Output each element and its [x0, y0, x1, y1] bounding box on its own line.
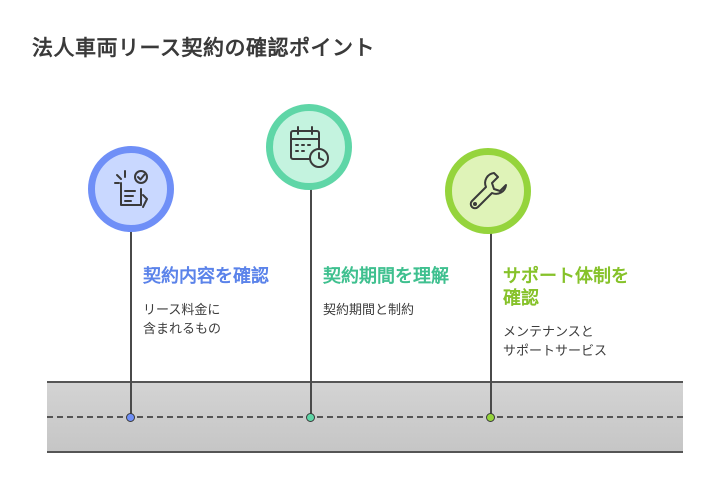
- step-1-heading: 契約内容を確認: [143, 266, 269, 287]
- step-3-stem: [490, 228, 492, 417]
- step-2-heading: 契約期間を理解: [323, 266, 449, 287]
- wrench-icon: [469, 172, 507, 210]
- step-3-icon-circle: [445, 148, 531, 234]
- step-3-heading: サポート体制を 確認: [503, 266, 629, 309]
- step-1-description: リース料金に 含まれるもの: [143, 303, 222, 337]
- step-2-marker: [306, 413, 315, 422]
- step-1-marker: [126, 413, 135, 422]
- step-1-stem: [130, 225, 132, 417]
- step-3-description: メンテナンスと サポートサービス: [503, 325, 608, 359]
- road-center-line: [47, 416, 683, 418]
- step-2-icon-circle: [266, 104, 352, 190]
- step-2-description: 契約期間と制約: [323, 303, 415, 318]
- step-2-stem: [310, 186, 312, 417]
- step-3-marker: [486, 413, 495, 422]
- page-title: 法人車両リース契約の確認ポイント: [32, 36, 375, 60]
- calendar-clock-icon: [290, 126, 329, 168]
- step-1-icon-circle: [88, 146, 174, 232]
- contract-check-icon: [114, 170, 148, 208]
